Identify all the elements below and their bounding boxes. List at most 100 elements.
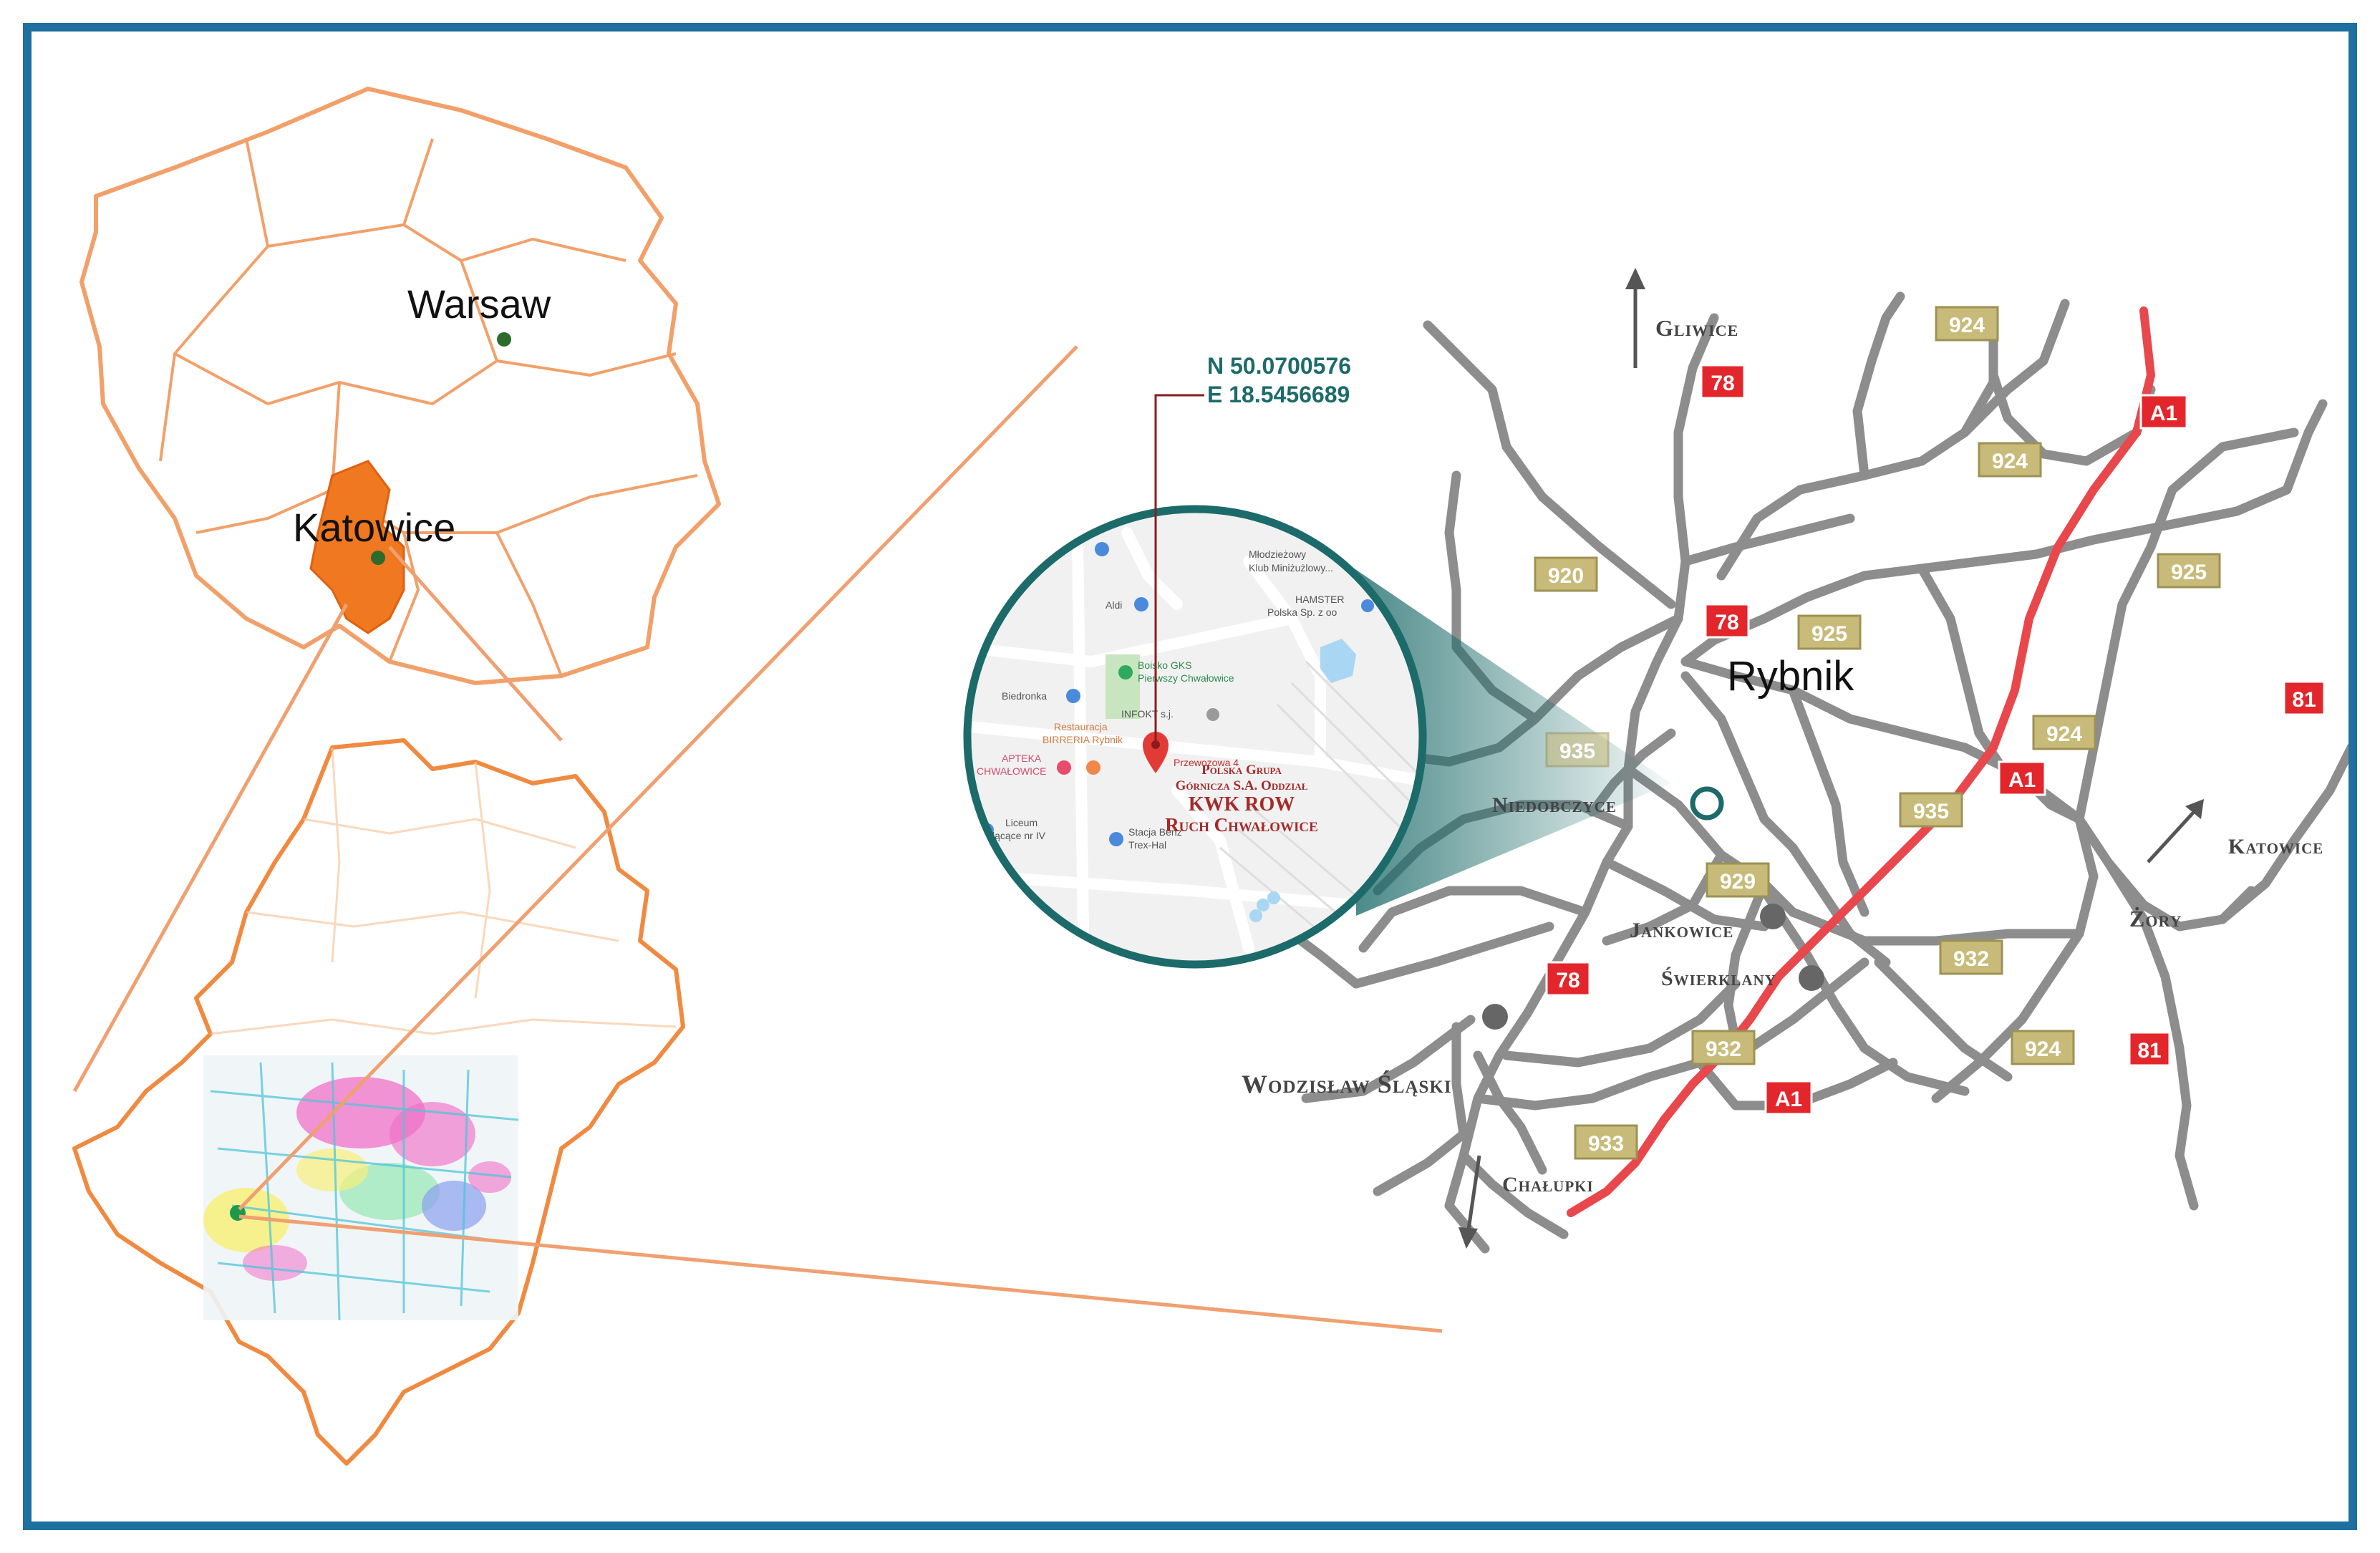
road-shield-78-b: 78: [1704, 603, 1750, 639]
zoom-circle-border: [963, 505, 1427, 969]
swierklany-label: Świerklany: [1661, 967, 1776, 990]
poi-liceum-label-1: Liceum: [1005, 817, 1037, 828]
poi-boisko-icon[interactable]: [1118, 665, 1133, 679]
poland-inset-line: [388, 546, 563, 742]
svg-text:81: 81: [2292, 688, 2316, 712]
regional-road-shields: 924 924 920 925 925 935 924 935 929 932 …: [1534, 306, 2221, 1160]
svg-text:A1: A1: [2150, 402, 2177, 425]
svg-text:929: 929: [1720, 870, 1756, 894]
road-shield-a1-c: A1: [1764, 1080, 1813, 1116]
poi-stacja-label-2: Trex-Hal: [1128, 839, 1166, 851]
urban-pink-4: [243, 1245, 307, 1281]
mine-label-line1: Polska Grupa: [1201, 763, 1282, 778]
svg-text:920: 920: [1548, 564, 1584, 588]
poi-klub-label: Klub Miniżużlowy...: [1249, 562, 1333, 574]
svg-text:924: 924: [2025, 1037, 2061, 1061]
poi-infokt-label: INFOKT s.j.: [1121, 708, 1174, 720]
poland-inset-line-left: [72, 603, 349, 1093]
svg-text:932: 932: [1706, 1037, 1741, 1061]
road-shield-a1-a: A1: [2139, 394, 2188, 430]
place-labels: Rybnik Gliwice Niedobczyce Jankowice Świ…: [1242, 315, 2323, 1196]
chalupki-arrow-icon: [1459, 1227, 1478, 1249]
poi-stacja-icon[interactable]: [1109, 832, 1123, 846]
poi-restauracja-label-1: Restauracja: [1054, 721, 1108, 732]
road-shield-929: 929: [1706, 862, 1770, 898]
pond-dot-1: [1257, 899, 1269, 911]
warsaw-marker: [497, 332, 511, 347]
coordinate-leader-line: [1154, 394, 1204, 740]
longitude-label: E 18.5456689: [1207, 382, 1350, 407]
poi-liceum-label-2: lącące nr IV: [992, 830, 1046, 841]
road-shield-924-d: 924: [2011, 1030, 2075, 1065]
katowice-road-label: Katowice: [2228, 835, 2323, 858]
poi-apteka-icon[interactable]: [1057, 760, 1071, 775]
poi-mosir-icon[interactable]: [981, 934, 994, 947]
silesia-inner-lines: [210, 747, 677, 1035]
svg-text:932: 932: [1953, 947, 1989, 971]
gliwice-label: Gliwice: [1655, 315, 1738, 341]
poi-hamster-icon[interactable]: [1361, 599, 1374, 612]
poi-apteka-label-1: APTEKA: [1002, 753, 1042, 764]
silesia-zoom-line-top: [238, 345, 1078, 1211]
silesia-zoom-line-bottom: [238, 1214, 1443, 1333]
poi-aldi-icon[interactable]: [1134, 597, 1148, 611]
svg-text:935: 935: [1559, 740, 1595, 763]
gliwice-arrow-icon: [1625, 268, 1645, 289]
svg-text:924: 924: [1992, 450, 2028, 473]
poi-hamster-label-2: Polska Sp. z oo: [1267, 606, 1337, 618]
poi-biedronka-icon[interactable]: [1066, 689, 1080, 703]
national-road-shields: 78 78 78 A1 A1 A1 81 81: [1545, 364, 2326, 1116]
poi-top-left-icon[interactable]: [1095, 542, 1109, 556]
latitude-label: N 50.0700576: [1207, 353, 1351, 379]
mine-label-line3: KWK ROW: [1189, 793, 1295, 816]
road-shield-933: 933: [1574, 1124, 1638, 1160]
urban-yellow-2: [296, 1148, 368, 1191]
zory-label: Żory: [2129, 906, 2182, 932]
road-shield-925-a: 925: [1797, 614, 1862, 650]
pond-dot-2: [1267, 891, 1280, 904]
katowice-arrow-icon: [2185, 799, 2204, 819]
road-shield-932-b: 932: [1691, 1030, 1756, 1065]
direction-arrows: [1459, 268, 2204, 1249]
boisko-field: [1106, 654, 1140, 719]
poi-boisko-label-2: Pierwszy Chwałowice: [1138, 672, 1234, 684]
svg-text:925: 925: [1811, 622, 1847, 646]
silesia-map: [72, 345, 1443, 1466]
poi-przewozowa-label: Przewozowa 4: [1174, 757, 1239, 768]
svg-text:925: 925: [2171, 561, 2207, 584]
jankowice-dot: [1760, 904, 1786, 929]
road-shield-925-b: 925: [2157, 553, 2221, 589]
a1-motorway: [1567, 306, 2155, 1217]
svg-text:78: 78: [1711, 372, 1734, 395]
voivodeship-lines: [159, 138, 698, 677]
svg-text:A1: A1: [2008, 768, 2036, 792]
zoom-cone: [1349, 565, 1671, 916]
poi-restauracja-icon[interactable]: [1086, 760, 1100, 775]
urban-cyan-roads: [210, 1062, 519, 1321]
chalupki-label: Chałupki: [1502, 1173, 1594, 1196]
mine-label-line2: Górnicza S.A. Oddział: [1176, 778, 1308, 793]
urban-pink-2: [390, 1102, 475, 1166]
road-shield-78-a: 78: [1700, 364, 1746, 400]
poi-hamster-label-1: HAMSTER: [1295, 594, 1344, 605]
svg-text:78: 78: [1715, 611, 1738, 634]
road-shield-935-b: 935: [1899, 792, 1963, 828]
poland-map: [79, 87, 721, 685]
poland-border: [79, 87, 721, 685]
road-shield-924-b: 924: [1978, 442, 2042, 478]
warsaw-label: Warsaw: [407, 281, 551, 326]
road-shield-a1-b: A1: [1998, 760, 2046, 796]
poi-apteka-label-2: CHWAŁOWICE: [977, 765, 1046, 777]
road-shield-935-a: 935: [1545, 732, 1610, 768]
svg-text:924: 924: [2046, 722, 2082, 746]
silesia-border: [72, 738, 685, 1466]
zoom-map-content: Młodzieżowy Klub Miniżużlowy... Aldi HAM…: [967, 509, 1423, 964]
wodzislaw-dot: [1482, 1004, 1508, 1030]
poi-infokt-icon[interactable]: [1206, 708, 1219, 721]
svg-text:81: 81: [2137, 1039, 2161, 1063]
wodzislaw-label: Wodzisław Śląski: [1242, 1070, 1452, 1098]
poi-mosir-label: MOSIR: [1005, 934, 1038, 946]
katowice-marker: [371, 551, 385, 565]
location-pin-icon[interactable]: [1143, 732, 1169, 773]
road-shield-924-a: 924: [1935, 306, 1999, 342]
